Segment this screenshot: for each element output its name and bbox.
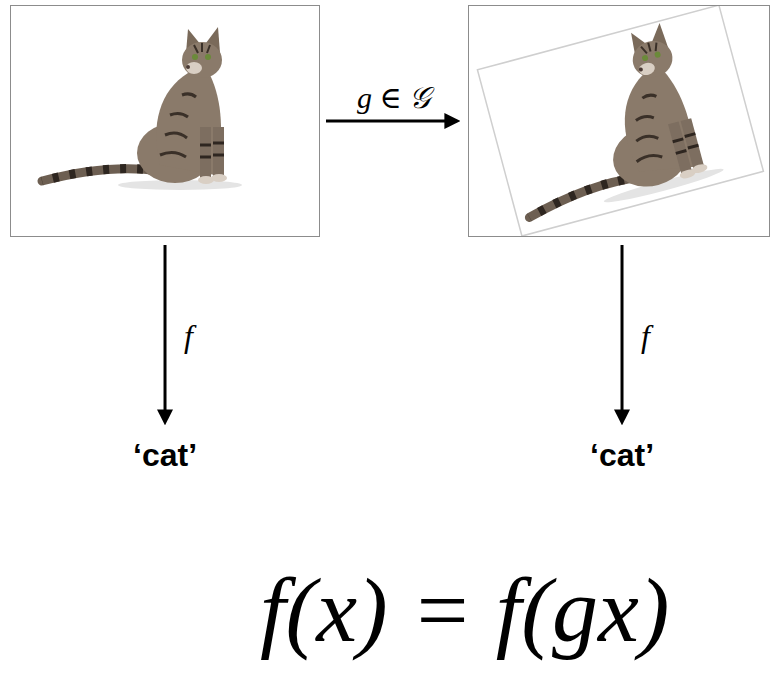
image-frame (10, 5, 320, 237)
output-label: ‘cat’ (590, 437, 654, 474)
mapping-arrow (621, 245, 624, 411)
class-label: ‘cat’ (129, 435, 201, 476)
group-element-label: g ∈ 𝒢 (354, 81, 433, 116)
rotated-cat-picture (477, 5, 763, 236)
cat-picture (42, 27, 242, 190)
output-label: ‘cat’ (133, 437, 197, 474)
function-label: f (638, 318, 653, 355)
function-label: f (181, 318, 196, 355)
class-label: ‘cat’ (586, 435, 658, 476)
invariance-equation: f(x) = f(gx) (260, 560, 669, 661)
mapping-arrow (164, 245, 167, 411)
transform-arrow (326, 120, 446, 123)
image-frame (468, 5, 770, 237)
